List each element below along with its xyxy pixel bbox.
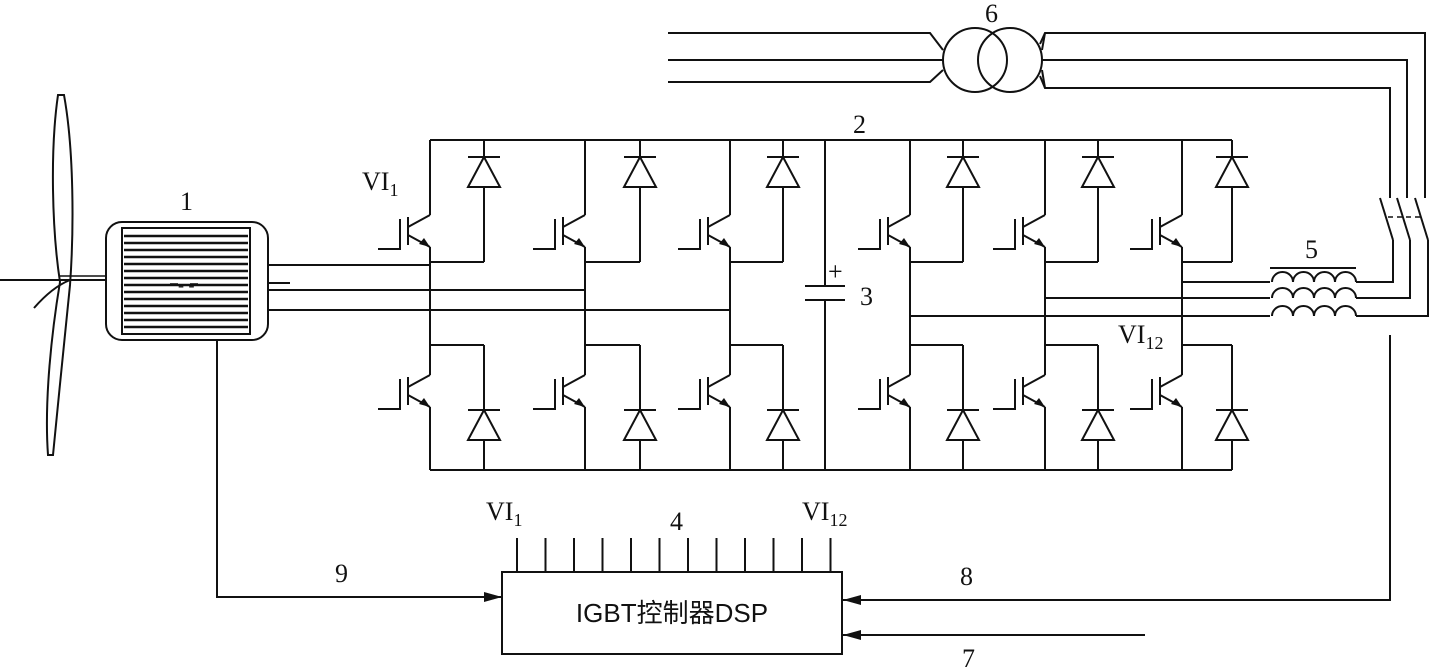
controller-title: IGBT控制器DSP xyxy=(576,598,768,628)
label-igbt-vi1: VI1 xyxy=(362,167,398,200)
dc-bus xyxy=(430,139,1232,471)
label-igbt-vi12: VI12 xyxy=(1118,320,1163,353)
igbt-icon xyxy=(678,175,731,310)
converter-legs xyxy=(378,140,1250,470)
igbt-icon xyxy=(858,335,911,470)
label-generator: 1 xyxy=(180,187,193,216)
filter-inductor xyxy=(1270,267,1357,317)
diode-icon xyxy=(945,407,981,441)
input-line-7 xyxy=(843,630,1145,640)
diode-icon xyxy=(1080,154,1116,188)
igbt-controller xyxy=(501,538,843,655)
inductor-to-switch-lines xyxy=(1356,240,1429,317)
label-filter-inductor: 5 xyxy=(1305,235,1318,264)
converter-leg xyxy=(858,140,981,470)
label-capacitor: 3 xyxy=(860,282,873,311)
diode-icon xyxy=(945,154,981,188)
diode-icon xyxy=(765,407,801,441)
generator: - - xyxy=(105,221,269,341)
inductor-coil xyxy=(1271,305,1357,317)
converter-leg xyxy=(1130,140,1250,470)
igbt-icon xyxy=(678,335,731,470)
diode-icon xyxy=(1214,407,1250,441)
diode-icon xyxy=(1080,407,1116,441)
igbt-icon xyxy=(378,335,431,470)
igbt-icon xyxy=(378,175,431,265)
label-controller: 4 xyxy=(670,507,683,536)
label-transformer: 6 xyxy=(985,0,998,28)
pin-label-vi1: VI1 xyxy=(486,497,522,530)
label-input-7: 7 xyxy=(962,644,975,672)
capacitor-plus-sign: + xyxy=(828,257,843,286)
igbt-icon xyxy=(1130,335,1183,470)
converter-leg xyxy=(533,140,658,470)
controller-pins xyxy=(516,538,832,572)
generator-winding-stripes xyxy=(124,234,248,329)
label-feedback-8: 8 xyxy=(960,562,973,591)
dc-capacitor xyxy=(805,140,845,470)
label-converter: 2 xyxy=(853,110,866,139)
diode-icon xyxy=(1214,154,1250,188)
inductor-coil xyxy=(1271,271,1357,283)
diode-icon xyxy=(466,154,502,188)
converter-leg xyxy=(678,140,801,470)
feedback-line-9 xyxy=(216,340,502,602)
igbt-icon xyxy=(533,335,586,470)
converter-leg xyxy=(993,140,1116,470)
generator-output-lines xyxy=(268,264,730,311)
igbt-icon xyxy=(858,175,911,316)
converter-leg xyxy=(378,140,502,470)
diode-icon xyxy=(466,407,502,441)
pin-label-vi12: VI12 xyxy=(802,497,847,530)
diode-icon xyxy=(622,407,658,441)
feedback-line-8 xyxy=(843,335,1391,605)
wind-turbine-blade xyxy=(0,94,106,456)
label-feedback-9: 9 xyxy=(335,559,348,588)
switch-to-transformer-lines xyxy=(1039,32,1426,190)
igbt-icon xyxy=(993,175,1046,298)
generator-center-mark: - - xyxy=(178,275,195,295)
diode-icon xyxy=(765,154,801,188)
igbt-icon xyxy=(993,335,1046,470)
inductor-coil xyxy=(1271,287,1357,299)
igbt-icon xyxy=(533,175,586,290)
grid-side-output-lines xyxy=(910,281,1270,317)
transformer xyxy=(668,27,1046,93)
igbt-icon xyxy=(1130,175,1183,282)
diode-icon xyxy=(622,154,658,188)
grid-contactor xyxy=(1379,190,1429,241)
